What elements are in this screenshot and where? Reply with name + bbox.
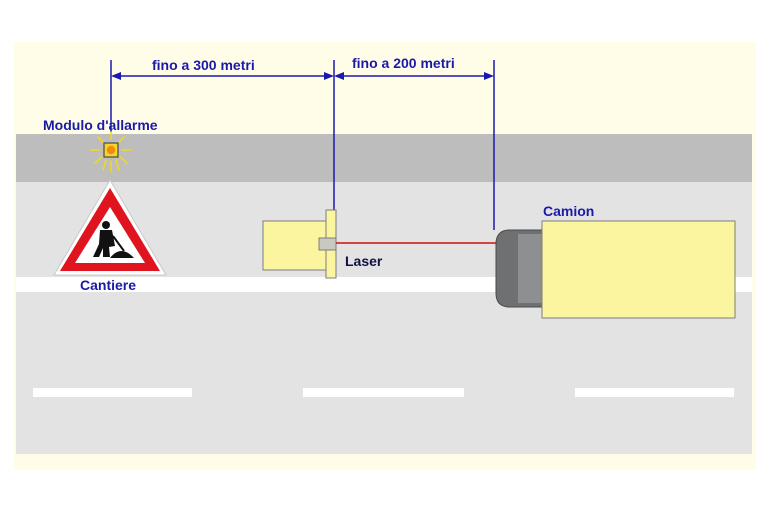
alarm-module-label: Modulo d'allarme xyxy=(43,117,158,133)
road-shoulder xyxy=(16,134,752,182)
distance-label-200: fino a 200 metri xyxy=(352,55,455,71)
arrowhead xyxy=(334,72,344,80)
laser-device xyxy=(262,209,337,279)
roadwork-sign-icon xyxy=(53,179,167,276)
arrowhead xyxy=(111,72,121,80)
distance-label-300: fino a 300 metri xyxy=(152,57,255,73)
worksite-label: Cantiere xyxy=(80,277,137,293)
alarm-light-icon xyxy=(90,131,132,173)
arrowhead xyxy=(324,72,334,80)
lane-dash-2 xyxy=(303,388,464,397)
dimension-lines xyxy=(110,60,495,230)
laser-label: Laser xyxy=(345,253,383,269)
lane-dash-3 xyxy=(575,388,734,397)
truck-label: Camion xyxy=(543,203,595,219)
dimension-arrowheads xyxy=(111,72,494,80)
truck-icon xyxy=(495,220,736,319)
lane-dash-1 xyxy=(33,388,192,397)
arrowhead xyxy=(484,72,494,80)
